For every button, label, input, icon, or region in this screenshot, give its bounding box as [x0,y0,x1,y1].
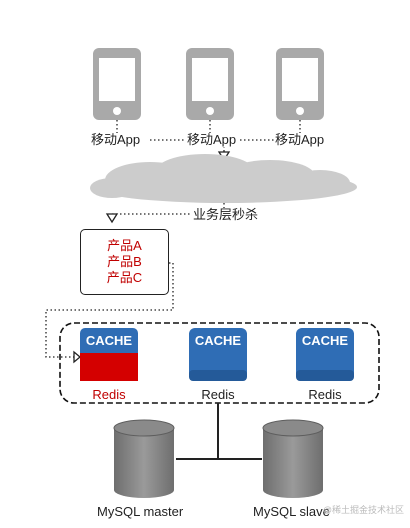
phone-label: 移动App [186,132,238,147]
phone-icon [276,48,324,120]
cloud-shape [90,154,357,203]
database-icon [113,419,175,498]
arrow-right-icon [73,350,82,364]
product-item: 产品A [107,238,142,253]
redis-label: Redis [201,387,235,402]
arrow-down-icon [105,213,119,224]
db-label-slave: MySQL slave [253,504,330,519]
cache-icon [189,328,247,381]
cloud-label: 业务层秒杀 [192,207,260,222]
phone-icon [93,48,141,120]
db-connector [176,403,262,460]
product-item: 产品C [106,270,143,285]
cache-badge: CACHE [194,333,242,348]
cache-badge: CACHE [301,333,349,348]
phone-label: 移动App [90,132,142,147]
db-label-master: MySQL master [97,504,184,519]
phone-label: 移动App [274,132,326,147]
cache-badge: CACHE [85,333,133,348]
phone-icon [186,48,234,120]
redis-label: Redis [308,387,342,402]
cache-cluster-frame [59,322,380,404]
redis-label: Redis [92,387,126,402]
watermark: @稀土掘金技术社区 [322,505,404,515]
cache-icon [80,328,138,381]
product-list-box: 产品A 产品B 产品C [80,229,169,295]
database-icon [262,419,324,498]
cache-icon [296,328,354,381]
product-item: 产品B [107,254,142,269]
